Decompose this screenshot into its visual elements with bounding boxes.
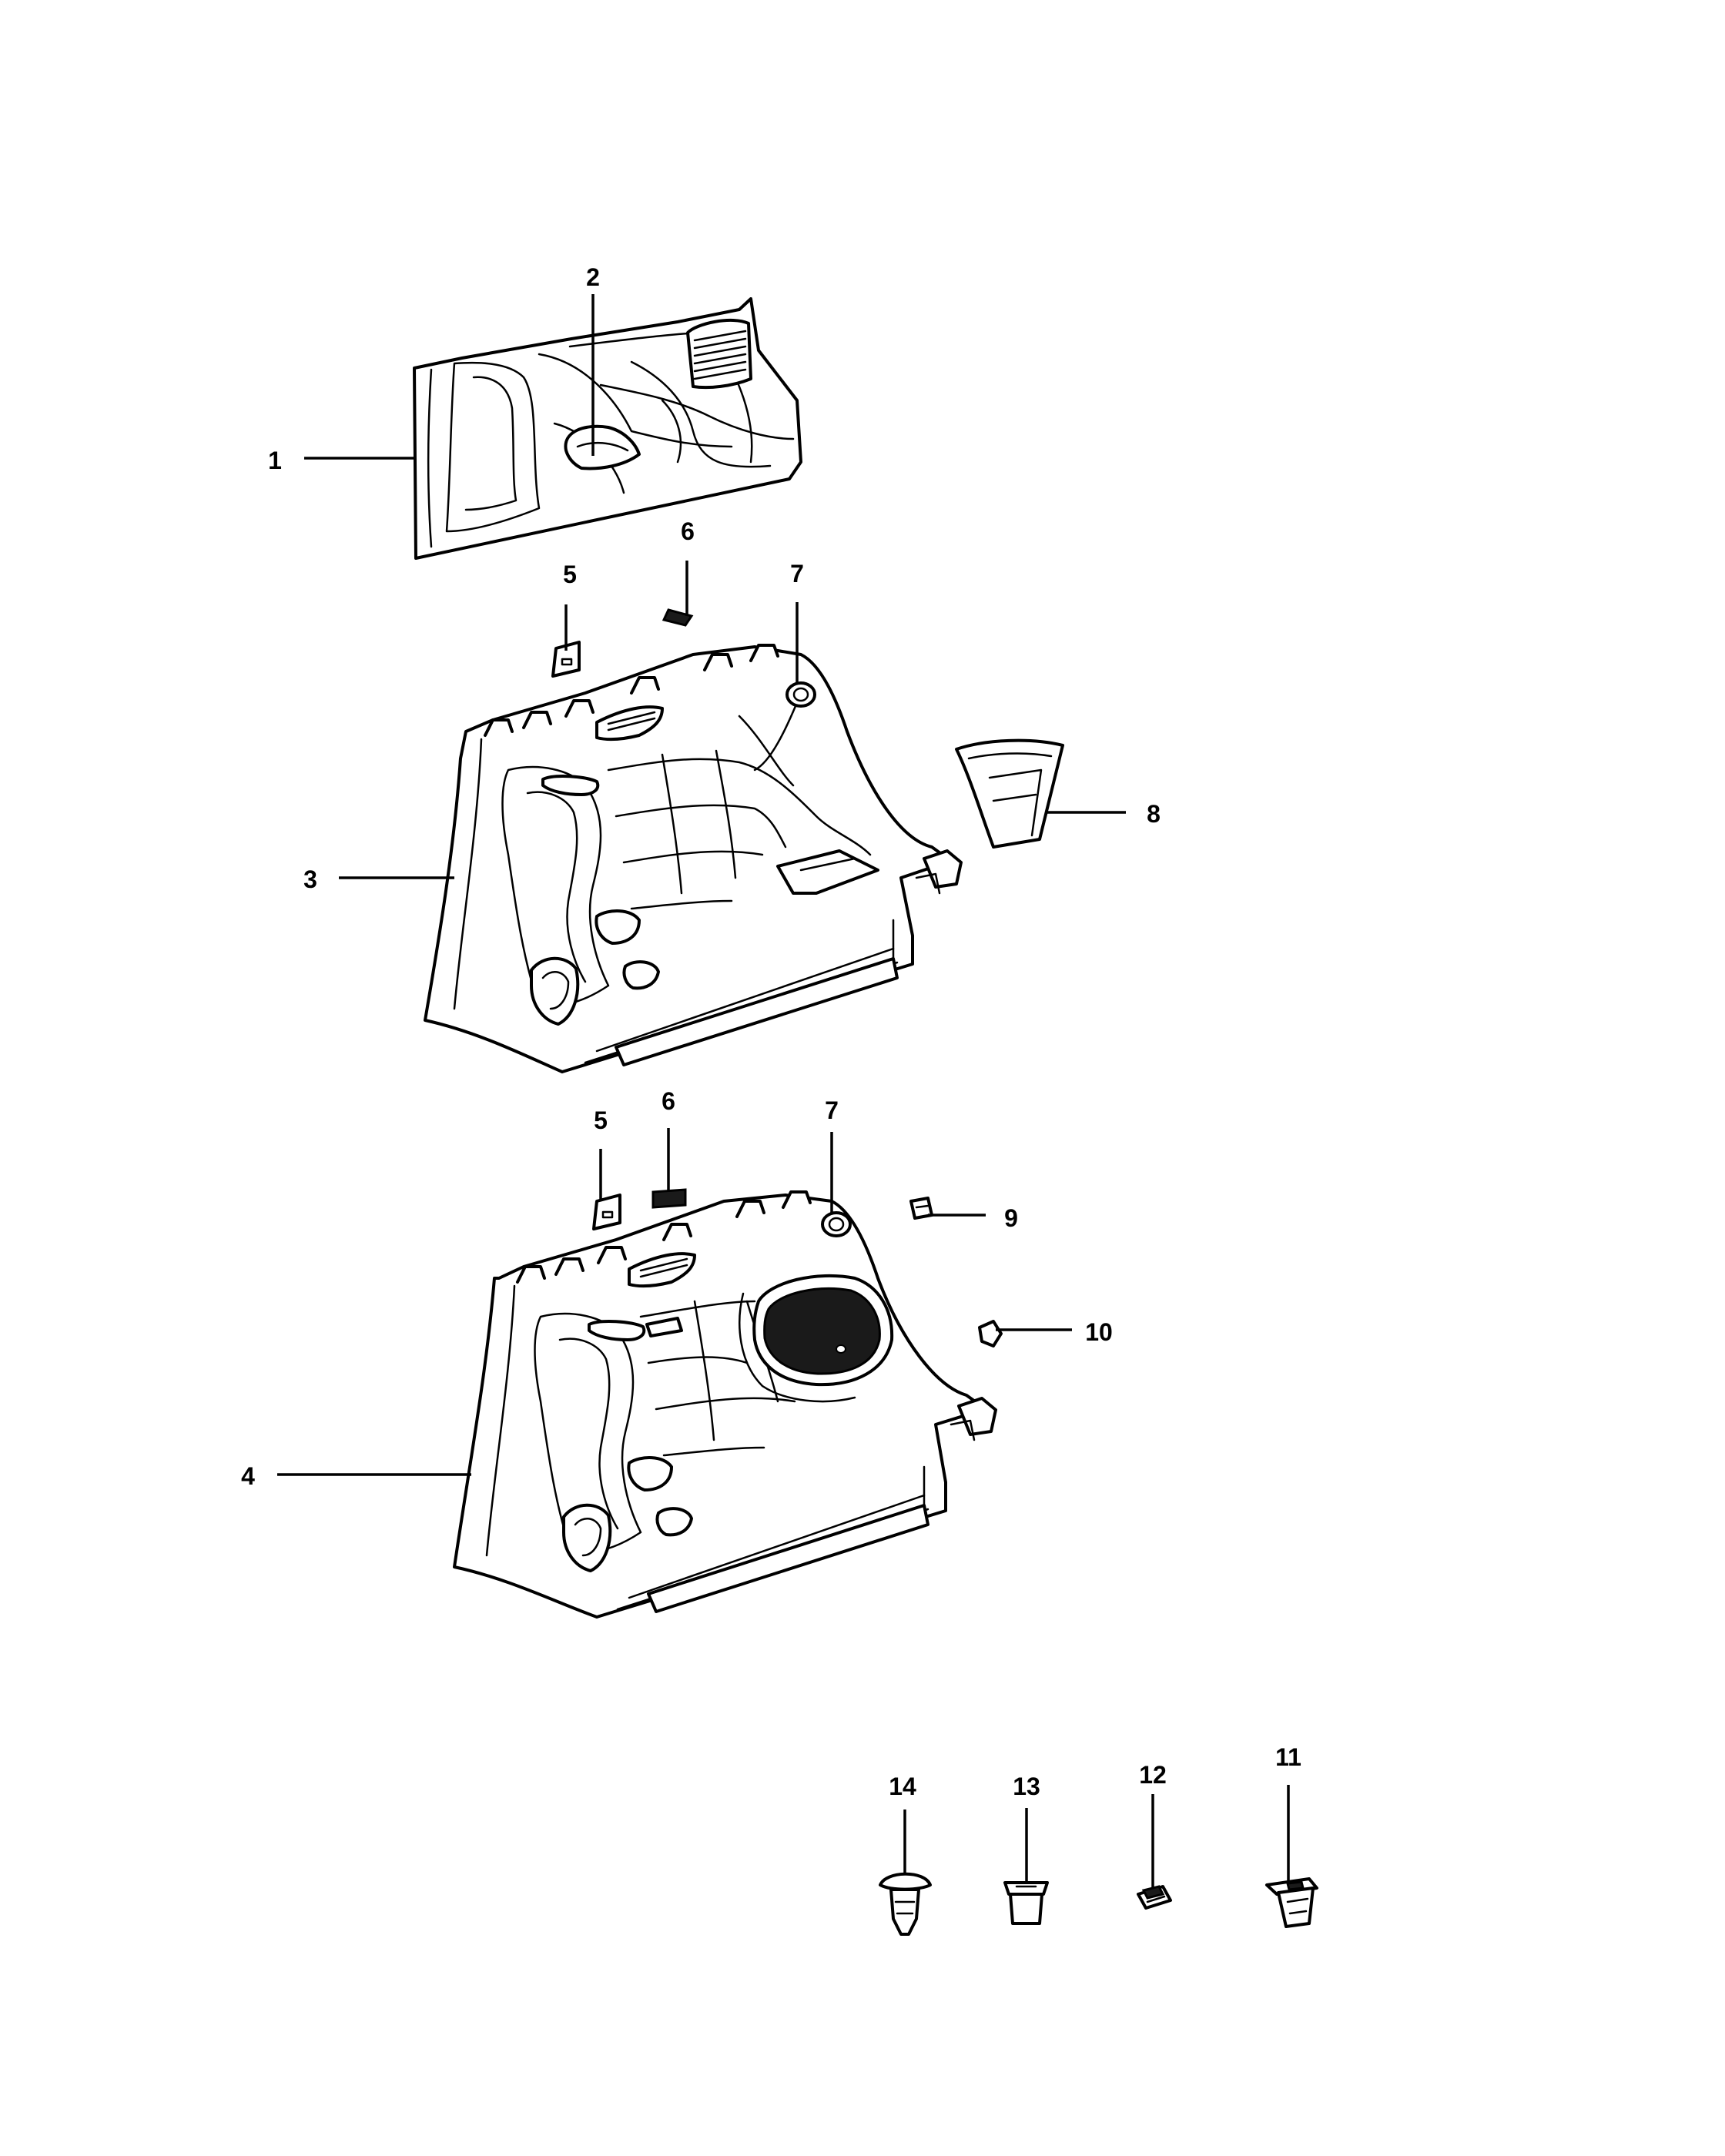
callout-7-lower: 7 <box>825 1096 839 1124</box>
storage-bin <box>955 738 1064 849</box>
quarter-trim-panel-lower <box>453 1190 997 1619</box>
callout-2: 2 <box>586 263 600 291</box>
fastener-upper <box>662 608 694 627</box>
callout-6-upper: 6 <box>681 517 695 545</box>
quarter-trim-panel-upper <box>424 644 963 1073</box>
trim-clip-lower <box>592 1194 621 1230</box>
callout-5-lower: 5 <box>594 1106 608 1134</box>
fastener-11 <box>1265 1877 1318 1928</box>
callout-6-lower: 6 <box>662 1087 675 1115</box>
push-clip <box>978 1320 1003 1348</box>
fastener-12 <box>1137 1885 1172 1910</box>
callout-13: 13 <box>1013 1773 1040 1800</box>
callout-9: 9 <box>1004 1204 1018 1232</box>
callout-8: 8 <box>1147 800 1161 828</box>
callout-12: 12 <box>1139 1761 1167 1789</box>
fastener-lower <box>651 1188 687 1209</box>
fastener-13 <box>1003 1881 1049 1925</box>
callout-5-upper: 5 <box>563 561 577 588</box>
grommet-lower <box>821 1211 852 1237</box>
callout-4: 4 <box>241 1462 255 1490</box>
callout-3: 3 <box>303 865 317 893</box>
callout-7-upper: 7 <box>790 560 804 588</box>
callout-11: 11 <box>1275 1743 1301 1771</box>
leader-lines <box>277 294 1290 1888</box>
fastener-14 <box>879 1872 932 1936</box>
callout-10: 10 <box>1085 1318 1113 1346</box>
callout-14: 14 <box>889 1773 916 1800</box>
upper-quarter-trim-panel <box>413 297 802 560</box>
grommet-upper <box>785 681 816 708</box>
callout-1: 1 <box>268 447 282 474</box>
trim-clip-upper <box>551 641 581 678</box>
